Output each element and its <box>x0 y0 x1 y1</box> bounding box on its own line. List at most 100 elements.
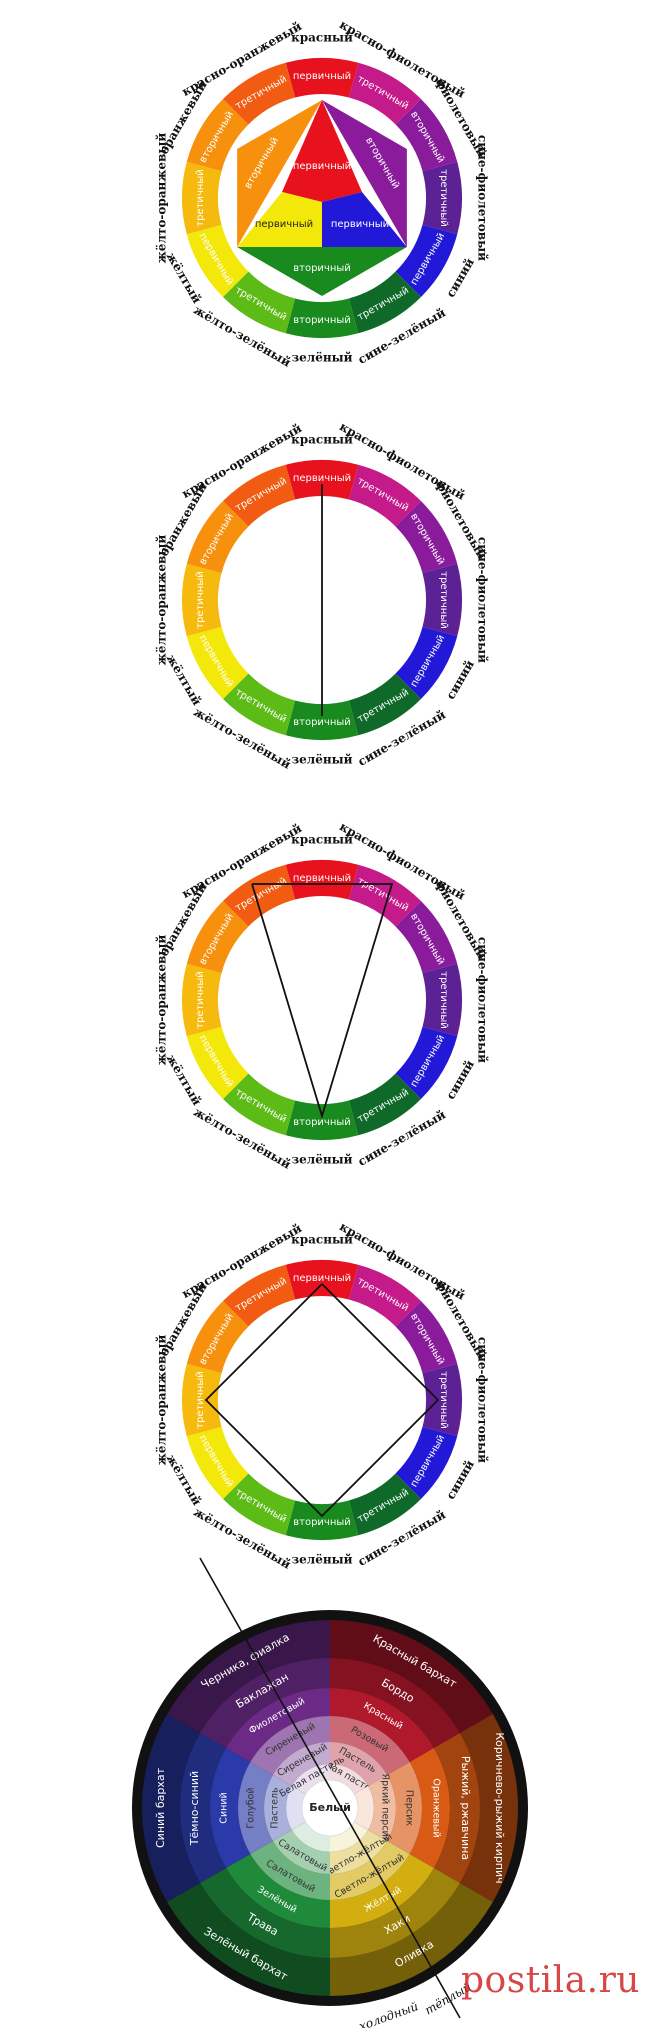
season-cell <box>200 1658 330 1748</box>
wheel-segment <box>395 1301 458 1374</box>
blue-primary <box>322 192 407 247</box>
segment-label: первичный <box>293 1273 351 1284</box>
hue-name-label: сине-фиолетовый <box>476 537 490 663</box>
wheel-segment <box>223 1073 296 1136</box>
green-corner <box>237 247 407 296</box>
wheel-segment <box>223 1264 296 1327</box>
hue-name-label: синий <box>443 1058 477 1102</box>
warm-cold-divider <box>199 1557 461 2019</box>
season-center-label: Белый <box>309 1801 351 1814</box>
segment-label: третичный <box>195 571 206 629</box>
wheel-segment <box>348 1073 421 1136</box>
wheel-segment <box>422 963 462 1037</box>
season-cell <box>272 1830 330 1874</box>
season-cell <box>330 1883 493 1996</box>
season-cell <box>238 1762 273 1854</box>
season-cell <box>330 1716 410 1775</box>
primary-blue-label: первичный <box>331 219 389 230</box>
season-cell <box>250 1841 330 1900</box>
hue-name-label: зелёный <box>291 1153 352 1167</box>
wheel-segment <box>186 1426 249 1499</box>
wheel-segment <box>182 563 222 637</box>
wheel-segment <box>395 626 458 699</box>
season-cell <box>330 1620 493 1733</box>
hue-name-label: жёлто-оранжевый <box>155 133 169 264</box>
season-ring-label: Рыжий, ржавчина <box>459 1756 472 1860</box>
wheel-segment <box>285 1100 359 1140</box>
season-ring-label: Пастель <box>270 1787 281 1829</box>
season-cell <box>433 1733 480 1883</box>
segment-label: вторичный <box>293 717 351 728</box>
wheel-segment <box>422 1363 462 1437</box>
wheel-segment <box>348 62 421 125</box>
wheel-segment <box>395 99 458 172</box>
segment-label: третичный <box>438 1371 449 1429</box>
wheel-segment <box>186 99 249 172</box>
wheel-segment <box>395 1026 458 1099</box>
wheel-segment <box>186 1026 249 1099</box>
wheel-segment <box>285 860 359 900</box>
wheel-segment <box>182 161 222 235</box>
red-primary <box>282 100 362 202</box>
wheel-segment <box>223 62 296 125</box>
season-ring-label: Синий бархат <box>154 1767 167 1848</box>
season-ring-label: Голубой <box>246 1787 257 1828</box>
wheel-segment <box>186 626 249 699</box>
wheel-2-complementary: первичныйкрасныйтретичныйкрасно-фиолетов… <box>155 419 490 771</box>
watermark-logo: postila.ru <box>461 1960 640 2001</box>
hue-name-label: зелёный <box>291 1553 352 1567</box>
hue-name-label: красный <box>291 433 353 447</box>
wheel-segment <box>223 464 296 527</box>
wheel-segment <box>182 963 222 1037</box>
wheel-segment <box>186 501 249 574</box>
segment-label: вторичный <box>293 1517 351 1528</box>
wheel-segment <box>285 298 359 338</box>
split-complementary-triangle <box>251 883 394 1120</box>
segment-label: третичный <box>438 571 449 629</box>
wheel-segment <box>223 1473 296 1536</box>
segment-label: третичный <box>195 169 206 227</box>
hue-name-label: жёлто-оранжевый <box>155 1335 169 1466</box>
season-cell <box>291 1822 330 1852</box>
season-cell <box>272 1742 330 1786</box>
season-cell <box>368 1775 396 1841</box>
yellow-primary <box>237 192 322 247</box>
season-ring-label: Яркий персик <box>380 1774 391 1843</box>
hue-name-label: синий <box>443 658 477 702</box>
season-color-wheel: Красный бархатБордоКрасныйРозовыйПастель… <box>132 1557 528 2028</box>
season-cell <box>180 1733 227 1883</box>
season-cell <box>354 1786 374 1830</box>
wheel-segment <box>348 1264 421 1327</box>
season-cell <box>330 1764 369 1794</box>
season-cell <box>167 1620 330 1733</box>
wheel-segment <box>395 501 458 574</box>
season-cell <box>330 1658 460 1748</box>
hue-name-label: сине-фиолетовый <box>476 135 490 261</box>
hue-name-label: жёлто-оранжевый <box>155 935 169 1066</box>
segment-label: третичный <box>438 971 449 1029</box>
hue-name-label: красный <box>291 31 353 45</box>
wheel-segment <box>223 864 296 927</box>
hue-name-label: сине-фиолетовый <box>476 1337 490 1463</box>
wheel-segment <box>186 1301 249 1374</box>
orange-corner <box>237 100 322 247</box>
wheel-1-hexagon: первичныйкрасныйтретичныйкрасно-фиолетов… <box>155 17 490 369</box>
hue-name-label: зелёный <box>291 753 352 767</box>
season-cell <box>142 1714 201 1902</box>
wheel-segment <box>223 673 296 736</box>
hue-name-label: синий <box>443 1458 477 1502</box>
wheel-segment <box>422 563 462 637</box>
wheel-segment <box>395 224 458 297</box>
season-cell <box>250 1716 330 1775</box>
season-cell <box>226 1688 330 1762</box>
season-ring-label: Оранжевый <box>431 1778 442 1837</box>
wheel-segment <box>348 464 421 527</box>
season-cell <box>330 1868 460 1958</box>
season-cell <box>409 1748 450 1868</box>
segment-label: третичный <box>195 1371 206 1429</box>
season-cell <box>167 1883 330 1996</box>
season-center <box>301 1779 359 1837</box>
wheel-segment <box>223 271 296 334</box>
season-ring-label: Коричнево-рыжий кирпич <box>493 1732 506 1883</box>
secondary-green-label: вторичный <box>293 263 351 274</box>
